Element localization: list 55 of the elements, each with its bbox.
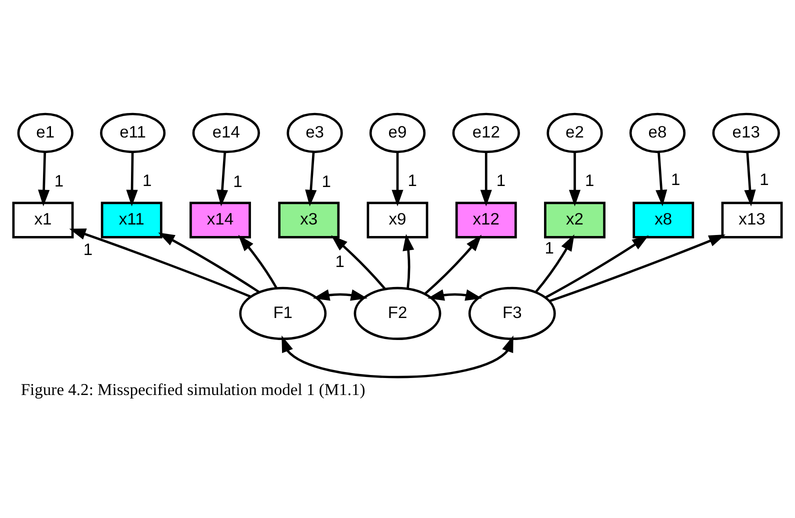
arrow	[424, 234, 482, 295]
arrow	[656, 152, 668, 206]
node-ellipse: e1	[17, 112, 74, 154]
arrow	[534, 234, 574, 293]
edge-label: 1	[671, 170, 680, 189]
node-box: x13	[721, 202, 783, 238]
arrow	[568, 152, 581, 206]
edge-label: 1	[585, 170, 594, 190]
arrow	[238, 234, 278, 289]
node-ellipse: e14	[192, 112, 260, 154]
arrow	[38, 152, 50, 206]
node-ellipse: e2	[546, 112, 603, 154]
edge-label: 1	[544, 238, 554, 258]
arrow	[428, 289, 482, 301]
node-box: x14	[190, 202, 251, 238]
arrow	[216, 152, 228, 206]
arrow	[305, 152, 317, 206]
node-box: x2	[544, 202, 606, 238]
arrow	[158, 232, 260, 294]
node-ellipse: e8	[629, 112, 686, 154]
caption: Figure 4.2: Misspecified simulation model 1 (M1.1)	[20, 380, 366, 400]
node-box: x12	[455, 202, 517, 238]
arrow	[282, 336, 514, 378]
node-box: x1	[12, 202, 74, 238]
arrow	[331, 235, 386, 290]
edge-label: 1	[335, 252, 344, 272]
node-ellipse: e11	[100, 112, 166, 154]
arrow	[392, 152, 404, 206]
node-ellipse: F3	[468, 286, 556, 340]
arrow	[126, 152, 138, 206]
arrow	[744, 152, 756, 206]
edge-label: 1	[54, 171, 64, 190]
node-ellipse: e9	[369, 112, 426, 154]
node-box: x8	[632, 202, 694, 238]
arrow	[402, 234, 414, 289]
edge-label: 1	[496, 170, 506, 190]
arrow	[69, 228, 252, 298]
node-box: x9	[366, 202, 428, 238]
edge-label: 1	[408, 170, 418, 190]
edge-label: 1	[760, 170, 769, 189]
edge-label: 1	[322, 172, 331, 192]
edge-label: 1	[142, 171, 152, 190]
arrow	[480, 152, 492, 206]
node-ellipse: e13	[712, 112, 780, 154]
node-box: x11	[100, 202, 162, 238]
node-ellipse: e12	[452, 112, 520, 154]
edge-label: 1	[233, 172, 242, 192]
node-ellipse: e3	[286, 112, 343, 154]
arrow	[548, 234, 726, 302]
node-box: x3	[278, 202, 340, 238]
arrow	[312, 289, 368, 301]
edge-label: 1	[83, 240, 93, 260]
node-ellipse: F1	[239, 286, 327, 340]
arrow	[545, 235, 649, 298]
node-ellipse: F2	[354, 286, 442, 340]
